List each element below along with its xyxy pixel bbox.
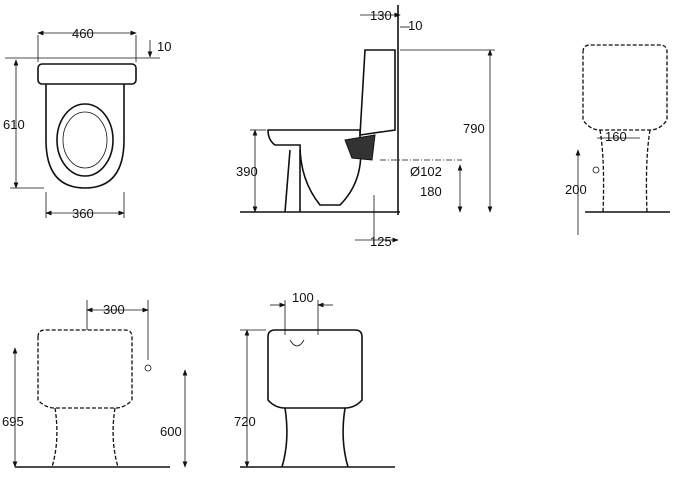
dim-side-outlet-distance: 125 (370, 234, 392, 249)
side-view: 130 10 790 390 Ø102 180 125 (236, 5, 495, 249)
dim-back-total-height: 720 (234, 414, 256, 429)
dim-side-wall-gap: 10 (408, 18, 422, 33)
dim-side-total-height: 790 (463, 121, 485, 136)
dim-front-inlet-spacing: 300 (103, 302, 125, 317)
dim-side-outlet-diameter: Ø102 (410, 164, 442, 179)
dim-top-rim: 10 (157, 39, 171, 54)
dim-top-width: 460 (72, 26, 94, 41)
dim-front-tank-height: 695 (2, 414, 24, 429)
dim-top-depth: 610 (3, 117, 25, 132)
dim-top-base-width: 360 (72, 206, 94, 221)
dim-side-tank-offset: 130 (370, 8, 392, 23)
dim-rear-inlet-offset: 160 (605, 129, 627, 144)
dim-side-seat-height: 390 (236, 164, 258, 179)
front-view: 300 695 600 (2, 300, 188, 468)
dim-side-outlet-height: 180 (420, 184, 442, 199)
rear-view: 160 200 (565, 44, 670, 235)
top-view: 460 10 610 360 (3, 26, 171, 221)
dim-rear-inlet-height: 200 (565, 182, 587, 197)
back-view: 100 720 (234, 290, 395, 468)
dim-back-inlet-spacing: 100 (292, 290, 314, 305)
dim-front-inlet-height: 600 (160, 424, 182, 439)
